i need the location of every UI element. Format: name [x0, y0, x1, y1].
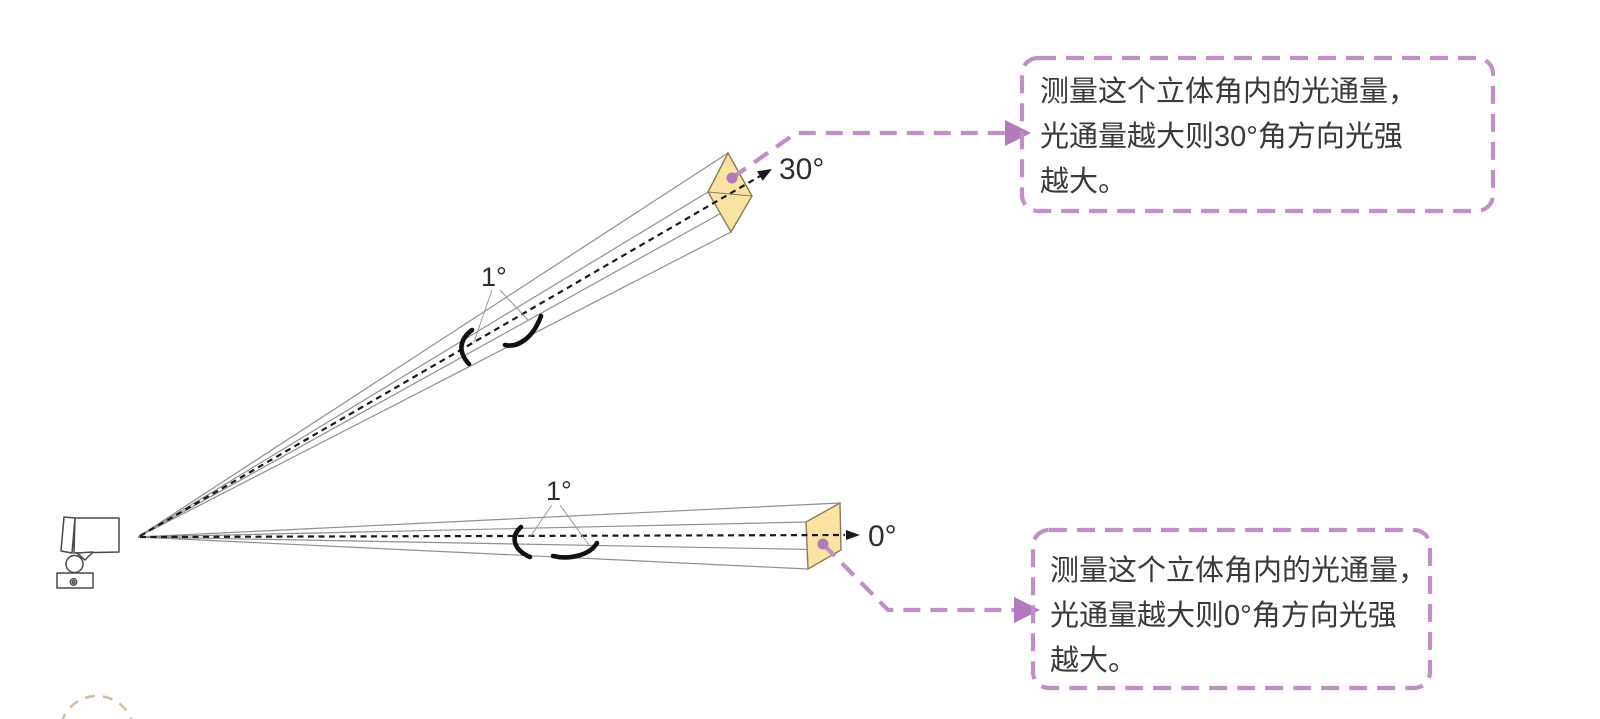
lamp-screw-center [71, 580, 76, 584]
callout-text-line: 光通量越大则0°角方向光强 [1050, 599, 1397, 632]
callout-text-line: 测量这个立体角内的光通量， [1050, 554, 1427, 587]
callout-box-border [1030, 527, 1433, 691]
callout-dot-30 [726, 172, 738, 184]
beam-width-arc [550, 540, 600, 560]
callout-dashed-line-30 [730, 130, 1008, 180]
beam-axis-30 [139, 174, 763, 537]
callout-text-line: 越大。 [1040, 165, 1127, 198]
callout-box-border [1019, 55, 1496, 214]
lamp-bezel [60, 516, 76, 554]
cone-edge [137, 231, 732, 538]
lamp-neck [76, 551, 94, 561]
callout-dot-0 [817, 538, 829, 550]
cone-edge [137, 502, 841, 538]
callout-link-0 [817, 538, 1040, 623]
beam-width-arc [459, 327, 475, 367]
callout-text-line: 测量这个立体角内的光通量， [1040, 75, 1417, 108]
angle-label-30: 30° [779, 153, 824, 186]
angle-label-0: 0° [868, 520, 897, 553]
callout-link-30 [726, 120, 1031, 184]
beam-axis-arrowhead-0 [846, 530, 860, 540]
callout-arrowhead-30 [1005, 120, 1031, 146]
leader-line [529, 504, 553, 538]
callout-arrowhead-0 [1014, 597, 1040, 623]
callout-text-line: 光通量越大则30°角方向光强 [1040, 120, 1403, 153]
patch-crease [707, 191, 753, 197]
leader-line [473, 289, 493, 343]
spotlight-icon [56, 516, 120, 589]
cone-edge [137, 191, 709, 538]
cone-edge [137, 536, 809, 570]
beam-axis-arrowhead-30 [757, 169, 772, 181]
beam-cone-0: 0° 1° [137, 476, 897, 571]
leader-line [559, 504, 590, 546]
callout-box-30: 测量这个立体角内的光通量， 光通量越大则30°角方向光强 越大。 [1019, 55, 1496, 214]
cone-edge [137, 521, 807, 538]
callout-dashed-line-0 [821, 542, 1014, 613]
beam-width-label-30: 1° [481, 262, 507, 292]
cone-edge [137, 195, 753, 538]
beam-axis-0 [139, 533, 846, 539]
beam-width-label-0: 1° [546, 476, 572, 506]
callout-text-line: 越大。 [1050, 644, 1137, 677]
lamp-head [73, 517, 120, 554]
leader-line [499, 289, 529, 321]
callout-box-0: 测量这个立体角内的光通量， 光通量越大则0°角方向光强 越大。 [1030, 527, 1433, 691]
lamp-joint [65, 554, 84, 574]
cone-edge [137, 536, 842, 551]
page-decoration-arc [61, 694, 133, 719]
beam-cone-30: 30° 1° [137, 151, 824, 538]
cone-edge [137, 152, 729, 538]
beam-width-arc [502, 313, 544, 348]
beam-width-arc [512, 524, 533, 560]
